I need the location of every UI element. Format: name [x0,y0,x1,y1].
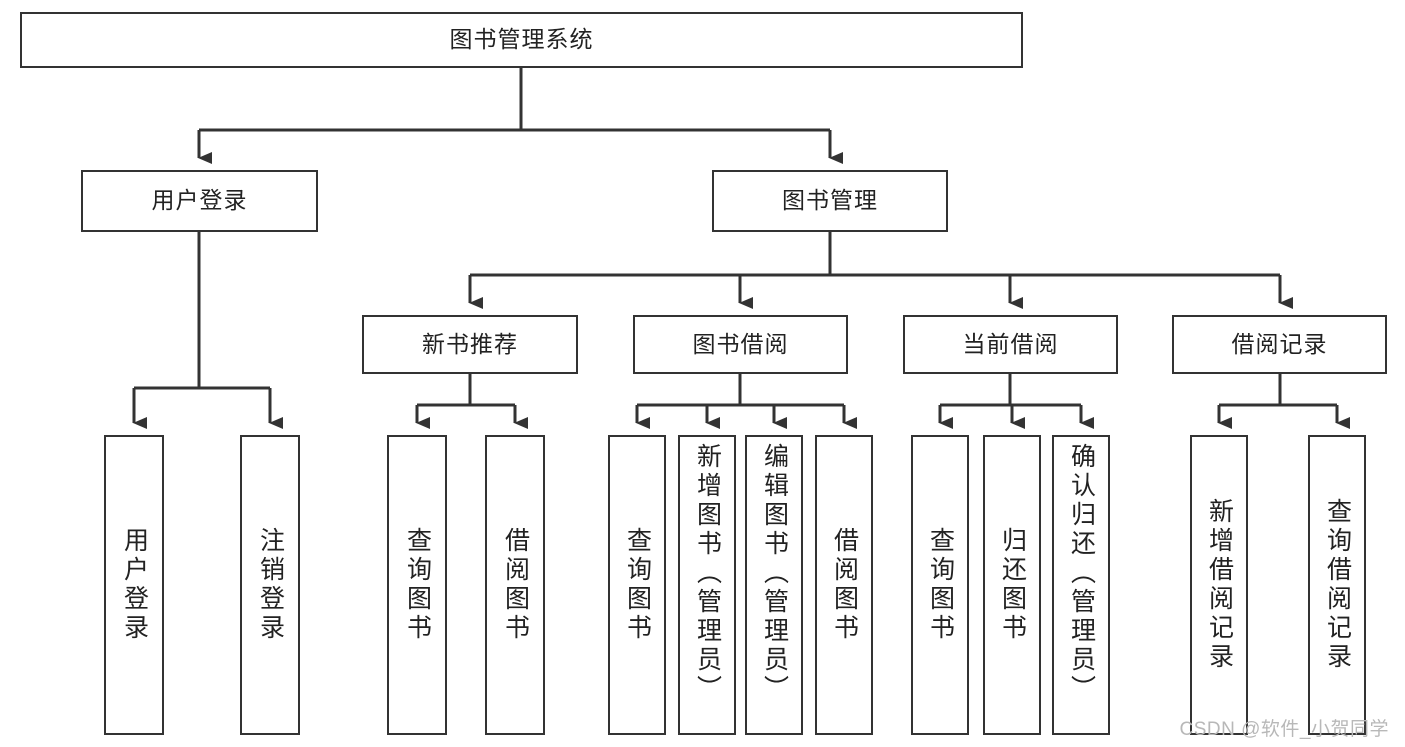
leaf-query-record[interactable]: 查询借阅记录 [1308,435,1366,735]
node-borrow-record[interactable]: 借阅记录 [1172,315,1387,374]
leaf-borrow-book-1-label: 借阅图书 [501,527,530,643]
node-borrow-record-label: 借阅记录 [1231,330,1328,357]
leaf-add-book[interactable]: 新增图书（管理员） [678,435,736,735]
leaf-query-book-2[interactable]: 查询图书 [608,435,666,735]
node-book-borrow[interactable]: 图书借阅 [633,315,848,374]
leaf-return-book[interactable]: 归还图书 [983,435,1041,735]
leaf-query-book-3-label: 查询图书 [926,527,955,643]
leaf-query-book-1-label: 查询图书 [403,527,432,643]
leaf-query-book-1[interactable]: 查询图书 [387,435,447,735]
leaf-borrow-book-1[interactable]: 借阅图书 [485,435,545,735]
node-current-borrow-label: 当前借阅 [962,330,1059,357]
leaf-confirm-return[interactable]: 确认归还（管理员） [1052,435,1110,735]
watermark: CSDN @软件_小贺同学 [1179,719,1389,740]
leaf-add-book-label: 新增图书（管理员） [693,443,722,704]
leaf-query-book-3[interactable]: 查询图书 [911,435,969,735]
node-book-borrow-label: 图书借阅 [692,330,789,357]
leaf-logout[interactable]: 注销登录 [240,435,300,735]
leaf-logout-label: 注销登录 [256,527,285,643]
leaf-return-book-label: 归还图书 [998,527,1027,643]
leaf-user-login[interactable]: 用户登录 [104,435,164,735]
leaf-user-login-label: 用户登录 [120,527,149,643]
leaf-confirm-return-label: 确认归还（管理员） [1067,443,1096,704]
node-new-book-recommend[interactable]: 新书推荐 [362,315,578,374]
node-user-login[interactable]: 用户登录 [81,170,318,232]
node-book-management[interactable]: 图书管理 [712,170,948,232]
leaf-edit-book[interactable]: 编辑图书（管理员） [745,435,803,735]
leaf-borrow-book-2[interactable]: 借阅图书 [815,435,873,735]
node-book-management-label: 图书管理 [782,187,878,214]
node-root[interactable]: 图书管理系统 [20,12,1023,68]
leaf-edit-book-label: 编辑图书（管理员） [760,443,789,704]
leaf-borrow-book-2-label: 借阅图书 [830,527,859,643]
leaf-query-book-2-label: 查询图书 [623,527,652,643]
node-user-login-label: 用户登录 [151,187,248,214]
leaf-add-record-label: 新增借阅记录 [1205,498,1234,672]
leaf-query-record-label: 查询借阅记录 [1323,498,1352,672]
leaf-add-record[interactable]: 新增借阅记录 [1190,435,1248,735]
node-root-label: 图书管理系统 [449,26,594,53]
node-new-book-recommend-label: 新书推荐 [422,330,518,357]
node-current-borrow[interactable]: 当前借阅 [903,315,1118,374]
